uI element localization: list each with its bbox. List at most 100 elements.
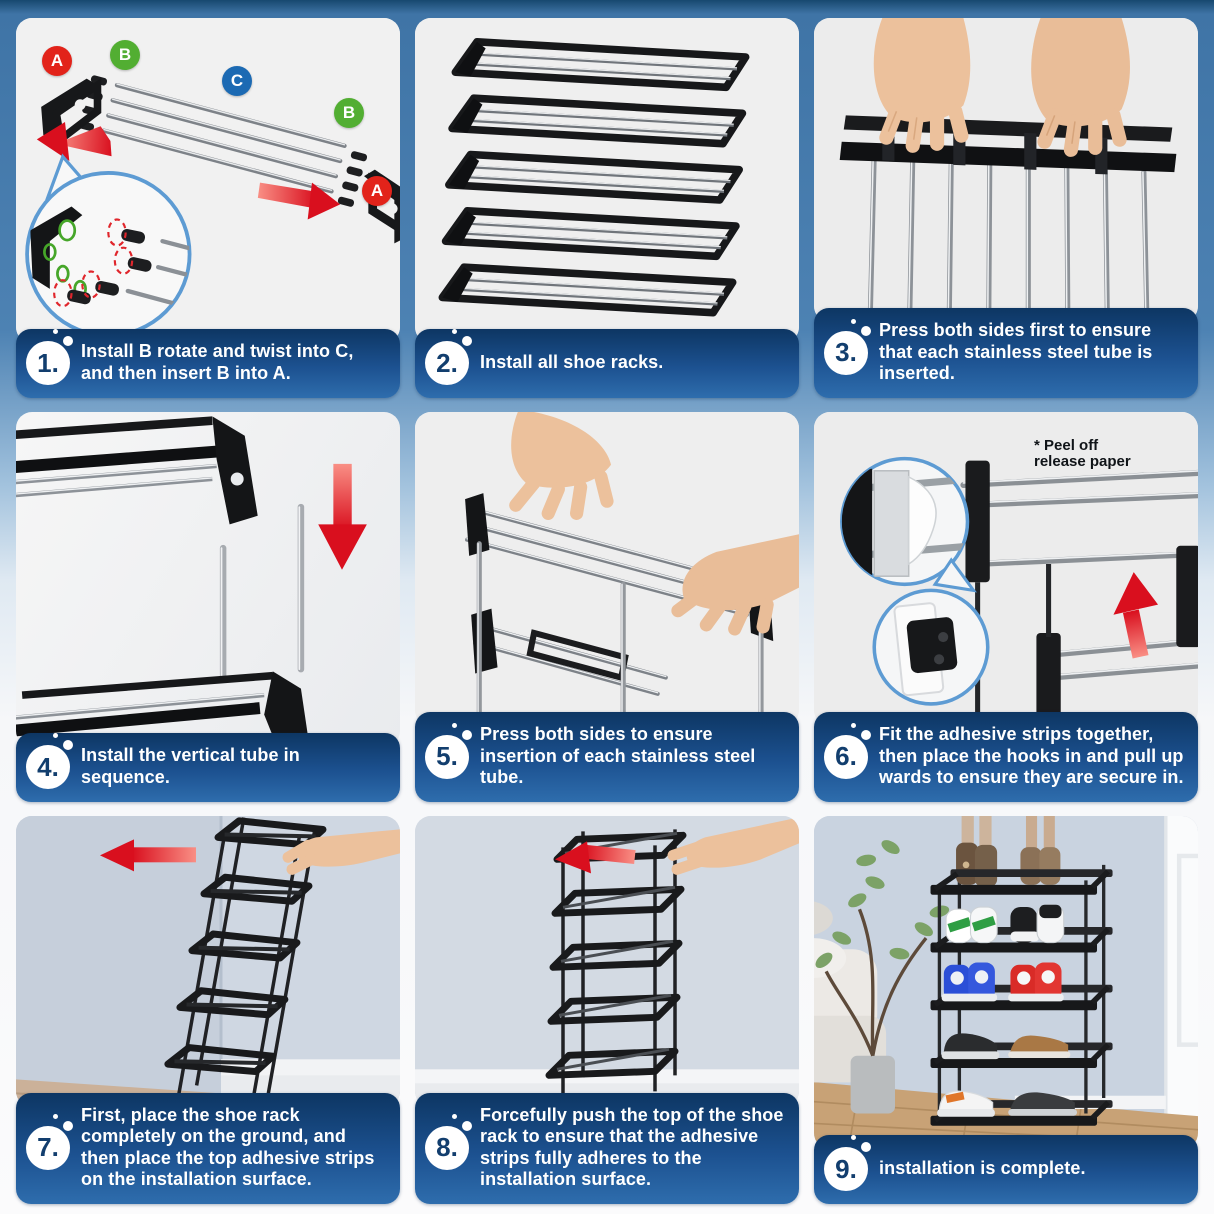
badge-dot — [861, 325, 871, 336]
badge-dot — [851, 1135, 856, 1140]
step-4-number-badge: 4. — [26, 733, 73, 789]
step-1-caption: 1. Install B rotate and twist into C, an… — [16, 329, 400, 398]
part-label-b: B — [110, 40, 140, 70]
hitops-blue-red — [941, 962, 1064, 1002]
step-number: 8. — [436, 1132, 458, 1163]
step-6-number-badge: 6. — [824, 722, 871, 779]
step-5-number-badge: 5. — [425, 722, 472, 779]
step-panel-1: A B C B A — [16, 18, 400, 398]
step-4-text: Install the vertical tube in sequence. — [81, 745, 300, 787]
hand-right-icon — [1031, 18, 1130, 157]
steel-tubes — [867, 155, 1150, 323]
shelf-frames — [438, 38, 750, 317]
step-7-number-badge: 7. — [26, 1113, 73, 1170]
step-8-illustration — [415, 816, 799, 1107]
step-number: 4. — [37, 751, 59, 782]
step-7-illustration — [16, 816, 400, 1107]
step-6-caption: 6. Fit the adhesive strips together, the… — [814, 712, 1198, 802]
step-panel-3: 3. Press both sides first to ensure that… — [814, 18, 1198, 398]
hand-left-icon — [509, 412, 614, 520]
badge-dot — [53, 329, 58, 334]
red-arrow-right-icon — [257, 182, 341, 220]
badge-dot — [462, 1120, 472, 1131]
step-7-caption: 7. First, place the shoe rack completely… — [16, 1092, 400, 1204]
loose-tubes — [219, 503, 305, 682]
shoes-white-dark — [937, 1090, 1078, 1117]
lower-shelf — [16, 671, 310, 747]
peel-note-line2: release paper — [1034, 452, 1131, 470]
badge-dot — [53, 733, 58, 738]
step-3-number-badge: 3. — [824, 318, 871, 375]
badge-dot — [462, 336, 472, 346]
badge-dot — [861, 729, 871, 740]
step-panel-8: 8. Forcefully push the top of the shoe r… — [415, 816, 799, 1204]
red-arrow-left-icon — [36, 122, 112, 161]
door — [1164, 816, 1198, 1149]
step-5-text: Press both sides to ensure insertion of … — [480, 724, 756, 788]
vertical-tubes — [476, 541, 764, 727]
peel-note: * Peel off release paper — [1034, 438, 1131, 470]
part-label-c: C — [222, 66, 252, 96]
plant — [815, 840, 950, 1114]
step-number: 7. — [37, 1132, 59, 1163]
red-arrow-up-icon — [1113, 572, 1159, 659]
step-4-illustration — [16, 412, 400, 747]
tubes-c — [101, 82, 347, 194]
step-2-text: Install all shoe racks. — [480, 352, 664, 373]
step-1-illustration: A B C B A — [16, 18, 400, 343]
adhesive-strip-detail — [814, 412, 1198, 727]
step-8-caption: 8. Forcefully push the top of the shoe r… — [415, 1092, 799, 1204]
peel-inset — [840, 456, 977, 593]
step-number: 9. — [835, 1153, 857, 1184]
step-9-number-badge: 9. — [824, 1135, 871, 1191]
step-number: 2. — [436, 347, 458, 378]
press-top-frame — [814, 18, 1198, 323]
step-3-caption: 3. Press both sides first to ensure that… — [814, 308, 1198, 398]
step-number: 3. — [835, 337, 857, 368]
press-both-sides — [415, 412, 799, 727]
badge-dot — [851, 722, 856, 728]
step-number: 5. — [436, 741, 458, 772]
step-8-text: Forcefully push the top of the shoe rack… — [480, 1104, 784, 1190]
hand-left-icon — [873, 18, 971, 153]
upper-shelf — [16, 416, 258, 525]
step-panel-6: * Peel off release paper — [814, 412, 1198, 802]
hand-icon — [667, 817, 799, 875]
step-panel-4: 4. Install the vertical tube in sequence… — [16, 412, 400, 802]
step-6-illustration: * Peel off release paper — [814, 412, 1198, 727]
step-5-caption: 5. Press both sides to ensure insertion … — [415, 712, 799, 802]
part-label-b2: B — [334, 98, 364, 128]
red-arrow-left-icon — [555, 841, 636, 874]
leaning-rack — [164, 817, 327, 1104]
tier-bar — [930, 869, 1113, 895]
step-6-text: Fit the adhesive strips together, then p… — [879, 724, 1184, 788]
step-panel-9: 9. installation is complete. — [814, 816, 1198, 1204]
step-3-text: Press both sides first to ensure that ea… — [879, 320, 1153, 384]
loaded-shoe-rack — [930, 816, 1113, 1126]
step-9-text: installation is complete. — [879, 1158, 1086, 1179]
finished-room-scene — [814, 816, 1198, 1149]
step-8-number-badge: 8. — [425, 1113, 472, 1170]
part-label-a: A — [42, 46, 72, 76]
vertical-tube-assembly — [16, 416, 367, 747]
exploded-diagram — [16, 18, 400, 343]
badge-dot — [861, 1142, 871, 1152]
badge-dot — [63, 336, 73, 346]
step-panel-5: 5. Press both sides to ensure insertion … — [415, 412, 799, 802]
baseboard — [415, 1069, 799, 1086]
badge-dot — [53, 1113, 58, 1119]
hand-right-icon — [671, 534, 799, 636]
badge-dot — [452, 1113, 457, 1119]
red-arrow-down-icon — [318, 463, 367, 570]
step-2-caption: 2. Install all shoe racks. — [415, 329, 799, 398]
badge-dot — [63, 740, 73, 750]
shelves-stack — [415, 18, 799, 343]
rack-tubes — [960, 469, 1198, 681]
badge-dot — [63, 1120, 73, 1131]
step-4-caption: 4. Install the vertical tube in sequence… — [16, 733, 400, 802]
badge-dot — [851, 318, 856, 324]
step-number: 1. — [37, 347, 59, 378]
badge-dot — [452, 722, 457, 728]
step-2-number-badge: 2. — [425, 329, 472, 385]
